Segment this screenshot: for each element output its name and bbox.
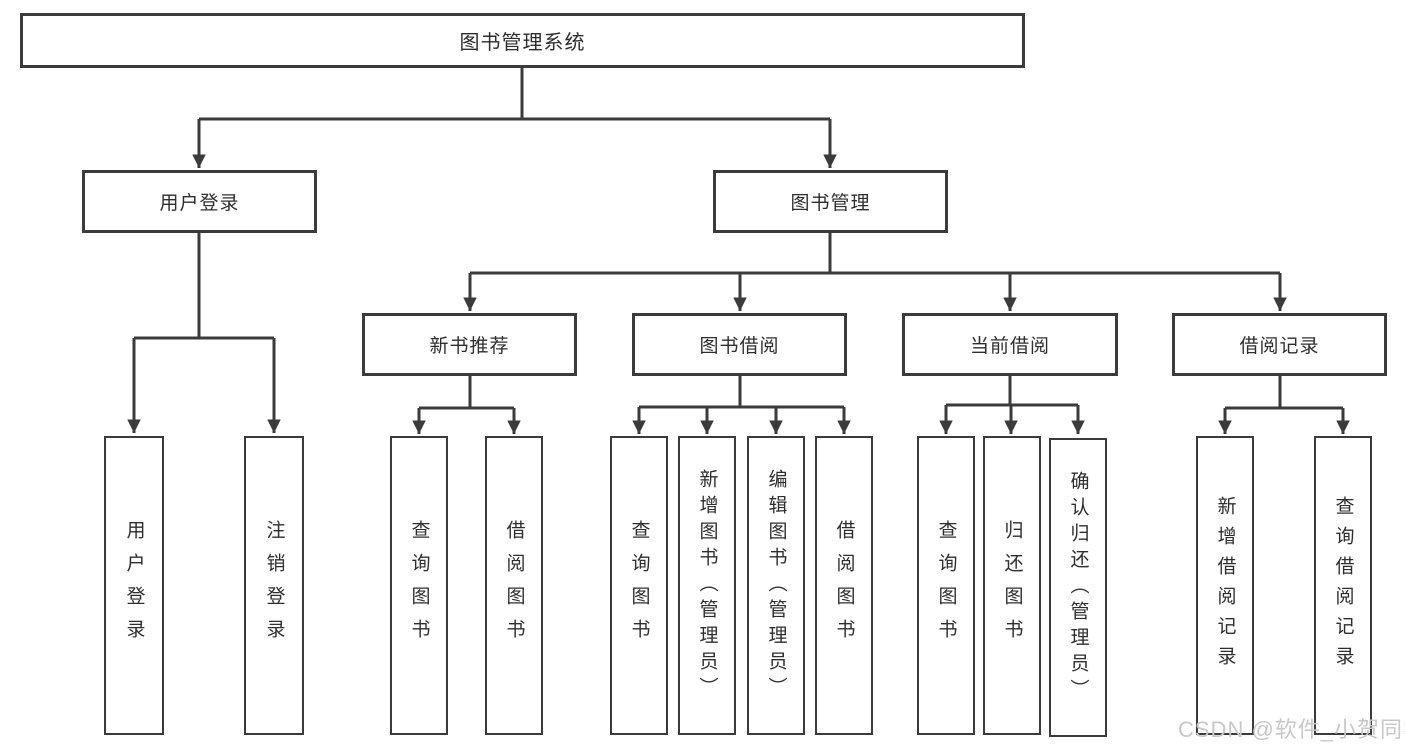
leaf-label: 查询图书 — [935, 519, 957, 652]
leaf-edit-book-admin: 编辑图书（管理员） — [747, 436, 805, 735]
node-new-book-recommendation: 新书推荐 — [362, 313, 577, 376]
watermark: CSDN @软件_小贺同学 — [1178, 717, 1405, 742]
leaf-label: 归还图书 — [1001, 519, 1023, 652]
leaf-label: 编辑图书（管理员） — [765, 468, 787, 703]
node-label: 当前借阅 — [969, 336, 1050, 357]
leaf-query-books-recommendation: 查询图书 — [390, 436, 448, 735]
leaf-label: 用户登录 — [123, 519, 145, 652]
node-library-management-system: 图书管理系统 — [20, 13, 1025, 68]
node-label: 图书借阅 — [699, 336, 780, 357]
leaf-borrow-books-recommendation: 借阅图书 — [485, 436, 543, 735]
leaf-label: 借阅图书 — [833, 519, 855, 652]
leaf-logout: 注销登录 — [244, 436, 304, 735]
leaf-borrow-books-borrowing: 借阅图书 — [815, 436, 873, 735]
leaf-add-book-admin: 新增图书（管理员） — [678, 436, 736, 735]
node-book-borrowing: 图书借阅 — [632, 313, 847, 376]
node-label: 新书推荐 — [429, 336, 510, 357]
leaf-query-books-current: 查询图书 — [917, 436, 975, 735]
connector-new-book-recommendation-children — [412, 375, 521, 434]
connector-user-login-children — [127, 232, 281, 433]
leaf-query-borrow-record: 查询借阅记录 — [1314, 436, 1372, 735]
leaf-label: 新增图书（管理员） — [696, 468, 718, 703]
connector-book-management-children — [463, 232, 1287, 311]
leaf-add-borrow-record: 新增借阅记录 — [1196, 436, 1254, 735]
node-label: 图书管理 — [790, 193, 871, 214]
leaf-label: 查询图书 — [628, 519, 650, 652]
leaf-label: 注销登录 — [263, 519, 285, 652]
node-user-login: 用户登录 — [82, 170, 317, 233]
node-label: 图书管理系统 — [459, 32, 586, 54]
connector-borrowing-records-children — [1218, 375, 1350, 434]
connector-root-to-level2 — [192, 67, 837, 168]
node-label: 用户登录 — [159, 193, 240, 214]
leaf-return-book: 归还图书 — [983, 436, 1041, 735]
node-label: 借阅记录 — [1239, 336, 1320, 357]
leaf-label: 新增借阅记录 — [1214, 495, 1236, 676]
leaf-user-login: 用户登录 — [104, 436, 164, 735]
node-borrowing-records: 借阅记录 — [1172, 313, 1387, 376]
leaf-label: 查询图书 — [408, 519, 430, 652]
node-current-borrowing: 当前借阅 — [902, 313, 1118, 376]
connector-current-borrowing-children — [939, 375, 1085, 434]
node-book-management: 图书管理 — [713, 170, 948, 233]
leaf-label: 借阅图书 — [503, 519, 525, 652]
leaf-label: 确认归还（管理员） — [1067, 470, 1089, 705]
leaf-confirm-return-admin: 确认归还（管理员） — [1049, 438, 1107, 737]
leaf-label: 查询借阅记录 — [1332, 495, 1354, 676]
leaf-query-books-borrowing: 查询图书 — [610, 436, 668, 735]
connector-book-borrowing-children — [632, 375, 851, 434]
